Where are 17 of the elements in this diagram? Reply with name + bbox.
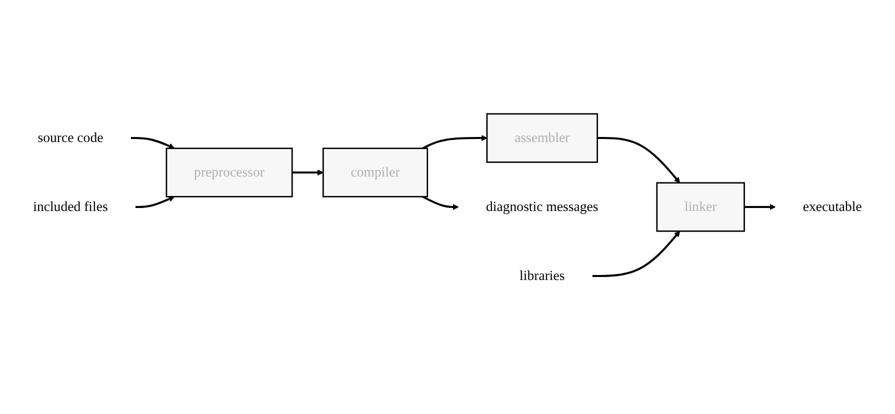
arrow: [422, 196, 459, 210]
node-text: source code: [38, 130, 104, 146]
arrow: [592, 230, 680, 278]
node-box: preprocessor: [166, 148, 293, 198]
node-box: linker: [656, 182, 745, 232]
node-text: executable: [802, 199, 862, 215]
node-box: compiler: [322, 148, 428, 198]
arrow: [597, 136, 680, 184]
node-text: diagnostic messages: [486, 199, 598, 215]
node-text: included files: [33, 199, 108, 215]
arrow: [292, 169, 324, 176]
arrow: [422, 134, 488, 150]
node-box: assembler: [486, 113, 598, 163]
node-text: libraries: [520, 268, 565, 284]
arrow: [744, 204, 776, 210]
arrow: [130, 136, 175, 149]
arrow: [135, 196, 175, 208]
